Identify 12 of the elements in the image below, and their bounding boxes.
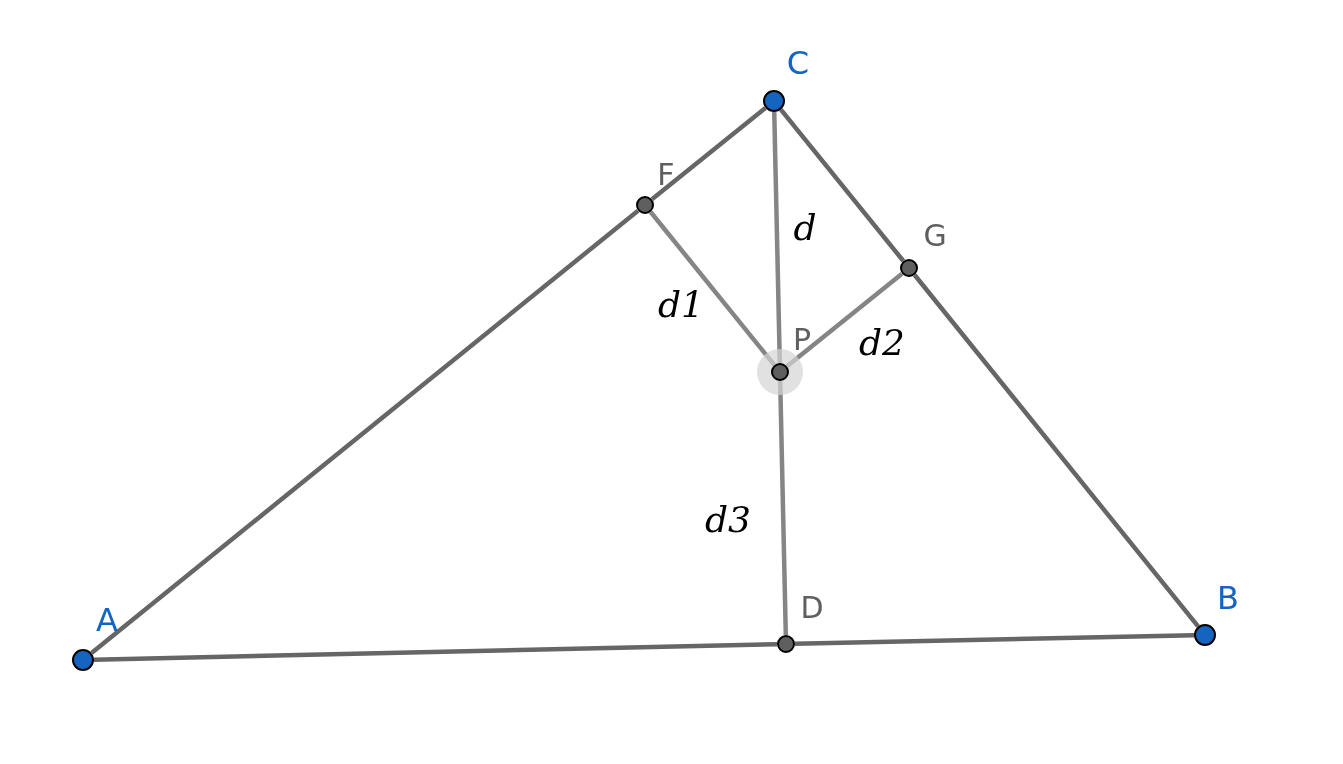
point-label: C (786, 47, 810, 79)
point-label: G (923, 221, 947, 251)
line-segment (779, 108, 906, 263)
line-segment (650, 106, 767, 202)
line-segment (794, 633, 1195, 647)
line-segment (90, 208, 640, 655)
line-segment (93, 641, 778, 662)
point-label: A (96, 604, 118, 636)
point-label: B (1217, 582, 1239, 614)
point-label: P (792, 325, 812, 355)
point-label: F (657, 160, 675, 190)
point-label: D (800, 593, 824, 623)
